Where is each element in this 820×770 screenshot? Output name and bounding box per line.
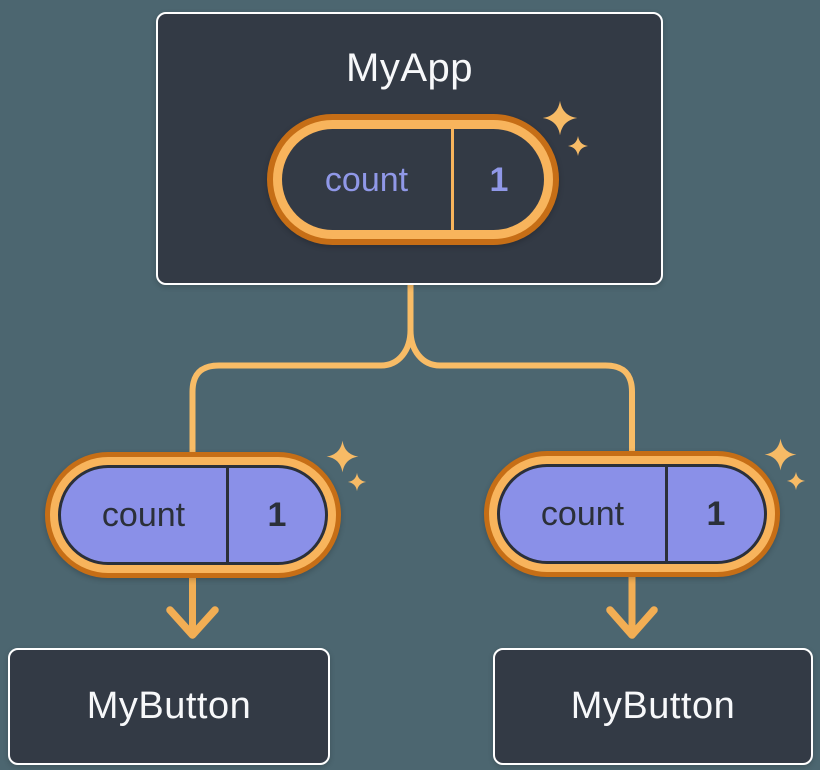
state-value: 1 bbox=[489, 160, 509, 199]
sparkle-icon bbox=[326, 440, 359, 473]
state-name: count bbox=[500, 467, 668, 561]
sparkle-icon bbox=[568, 136, 588, 156]
sparkle-icon bbox=[542, 100, 578, 136]
arrow-left-head bbox=[166, 606, 219, 639]
state-name: count bbox=[61, 468, 229, 562]
state-pill-mybutton-1-body: count 1 bbox=[497, 464, 767, 564]
node-myapp: MyApp count 1 bbox=[156, 12, 663, 285]
state-pill-myapp: count 1 bbox=[267, 114, 559, 245]
state-pill-mybutton-0: count 1 bbox=[45, 452, 341, 578]
state-pill-mybutton-0-body: count 1 bbox=[58, 465, 328, 565]
sparkle-icon bbox=[764, 438, 797, 471]
state-name: count bbox=[282, 129, 454, 230]
sparkle-icon bbox=[347, 472, 367, 492]
state-value: 1 bbox=[267, 496, 287, 534]
node-myapp-title: MyApp bbox=[346, 46, 473, 90]
state-pill-mybutton-1: count 1 bbox=[484, 451, 780, 577]
node-mybutton-0: MyButton bbox=[8, 648, 330, 765]
node-mybutton-1: MyButton bbox=[493, 648, 813, 765]
arrow-right-head bbox=[606, 606, 658, 639]
state-value: 1 bbox=[706, 495, 726, 533]
sparkle-icon bbox=[786, 471, 806, 491]
connector-branch-right bbox=[407, 327, 635, 457]
state-pill-myapp-body: count 1 bbox=[282, 129, 544, 230]
connector-branch-left bbox=[189, 327, 414, 457]
